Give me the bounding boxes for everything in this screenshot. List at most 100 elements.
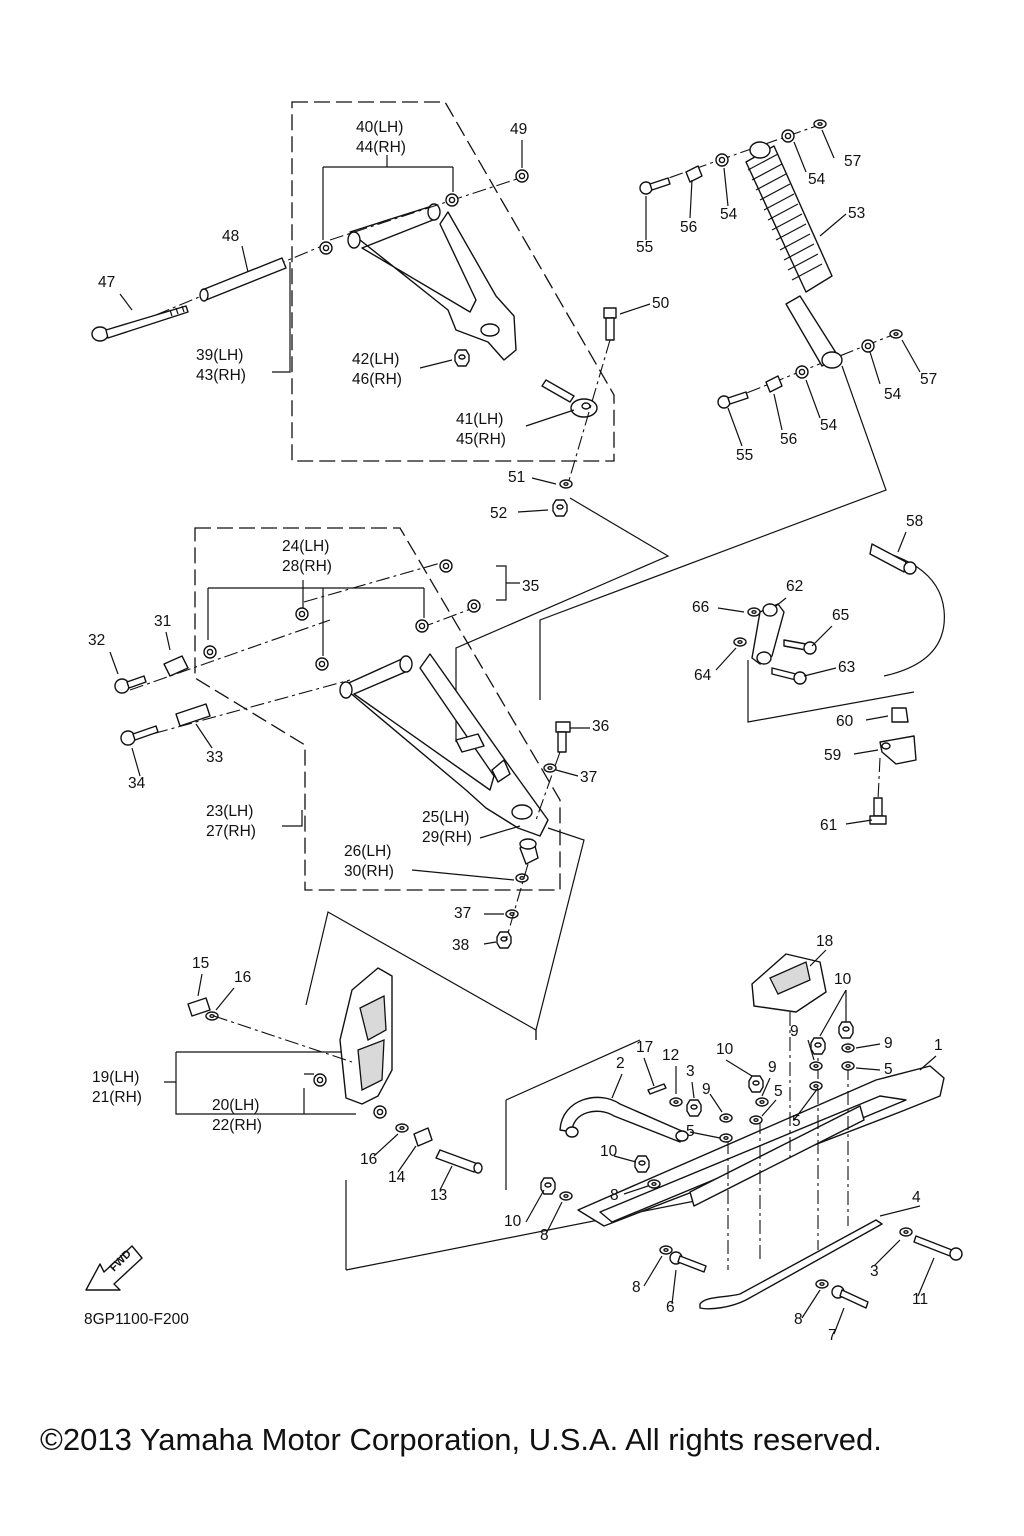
collar-56a	[685, 165, 703, 183]
callout-12: 12	[662, 1047, 679, 1064]
callout-31: 31	[154, 613, 171, 630]
callout-64: 64	[694, 667, 712, 684]
washer-12	[669, 1097, 683, 1107]
washer-57b	[889, 329, 903, 339]
cable-58	[869, 543, 945, 677]
runner-4	[699, 1219, 883, 1310]
callout-20lh: 20(LH)	[212, 1097, 259, 1114]
callout-61: 61	[820, 817, 837, 834]
nut-42	[454, 349, 470, 367]
handle-2	[559, 1096, 689, 1143]
callout-25lh: 25(LH)	[422, 809, 469, 826]
callout-43rh: 43(RH)	[196, 367, 246, 384]
callout-8c: 8	[632, 1279, 641, 1296]
callout-18: 18	[816, 933, 833, 950]
callout-58: 58	[906, 513, 923, 530]
collar-35c	[467, 599, 481, 613]
nut-3a	[686, 1099, 702, 1117]
callout-51: 51	[508, 469, 525, 486]
washer-3b	[899, 1227, 913, 1237]
callout-46rh: 46(RH)	[352, 371, 402, 388]
bolt-36	[555, 721, 571, 753]
callout-15: 15	[192, 955, 209, 972]
bolt-50	[603, 307, 617, 341]
nut-10c	[748, 1075, 764, 1093]
callout-23lh: 23(LH)	[206, 803, 253, 820]
washer-5a	[841, 1061, 855, 1071]
callout-63: 63	[838, 659, 855, 676]
ski-group	[505, 953, 963, 1310]
washer-8c	[659, 1245, 673, 1255]
washer-8b	[559, 1191, 573, 1201]
callout-14: 14	[388, 1169, 406, 1186]
callout-11: 11	[912, 1291, 928, 1308]
knuckle-group	[164, 911, 701, 1271]
callout-16a: 16	[234, 969, 251, 986]
stabilizer-group	[733, 543, 945, 825]
callout-9a: 9	[790, 1023, 799, 1040]
collar-33	[175, 703, 211, 727]
callout-34: 34	[128, 775, 146, 792]
callout-42lh: 42(LH)	[352, 351, 399, 368]
bushing-44	[445, 193, 459, 207]
bushing-40	[319, 241, 333, 255]
ball-joint-26	[519, 838, 539, 865]
callout-3b: 3	[870, 1263, 879, 1280]
washer-9c	[755, 1097, 769, 1107]
bolt-47	[91, 305, 189, 342]
washer-9d	[719, 1113, 733, 1123]
shaft-48	[199, 257, 287, 302]
bushing-54b	[715, 153, 729, 167]
washer-16a	[205, 1011, 219, 1021]
callout-1: 1	[934, 1037, 943, 1054]
callout-22rh: 22(RH)	[212, 1117, 262, 1134]
diagram-code: 8GP1100-F200	[84, 1311, 189, 1328]
callout-54a: 54	[808, 171, 826, 188]
washer-8d	[815, 1279, 829, 1289]
callout-19lh: 19(LH)	[92, 1069, 139, 1086]
callout-37b: 37	[454, 905, 471, 922]
pin-17	[647, 1083, 667, 1095]
bushing-28	[315, 657, 329, 671]
bushing-20	[313, 1073, 327, 1087]
a-arm-lower	[339, 653, 549, 837]
link-62	[751, 603, 785, 665]
callout-49: 49	[510, 121, 527, 138]
ski-1	[577, 1065, 945, 1227]
bolt-63	[771, 667, 807, 685]
callout-8b: 8	[540, 1227, 549, 1244]
callout-28rh: 28(RH)	[282, 558, 332, 575]
bolt-55b	[717, 391, 749, 409]
washer-5b	[809, 1081, 823, 1091]
nut-10d	[634, 1155, 650, 1173]
callout-38: 38	[452, 937, 469, 954]
callout-4: 4	[912, 1189, 921, 1206]
knuckle-19	[339, 967, 393, 1105]
callout-60: 60	[836, 713, 854, 730]
callout-10c: 10	[600, 1143, 618, 1160]
callout-10b: 10	[716, 1041, 734, 1058]
washer-16b	[395, 1123, 409, 1133]
callout-57b: 57	[920, 371, 937, 388]
callout-57a: 57	[844, 153, 861, 170]
bolt-11	[913, 1235, 963, 1261]
bolt-61	[869, 797, 887, 825]
callout-16b: 16	[360, 1151, 377, 1168]
callout-3a: 3	[686, 1063, 695, 1080]
bracket-59	[879, 735, 917, 765]
shaft-13	[435, 1149, 483, 1174]
callout-33: 33	[206, 749, 223, 766]
callout-13: 13	[430, 1187, 447, 1204]
copyright-notice: ©2013 Yamaha Motor Corporation, U.S.A. A…	[40, 1422, 882, 1457]
washer-37c	[505, 909, 519, 919]
bushing-15	[187, 997, 211, 1017]
nut-52	[552, 499, 568, 517]
callout-36: 36	[592, 718, 609, 735]
washer-37b	[515, 873, 529, 883]
nut-10a	[838, 1021, 854, 1039]
upper-arm-group	[91, 101, 670, 742]
washer-51	[559, 479, 573, 489]
lower-arm-group	[114, 527, 585, 1040]
callout-54c: 54	[884, 386, 902, 403]
